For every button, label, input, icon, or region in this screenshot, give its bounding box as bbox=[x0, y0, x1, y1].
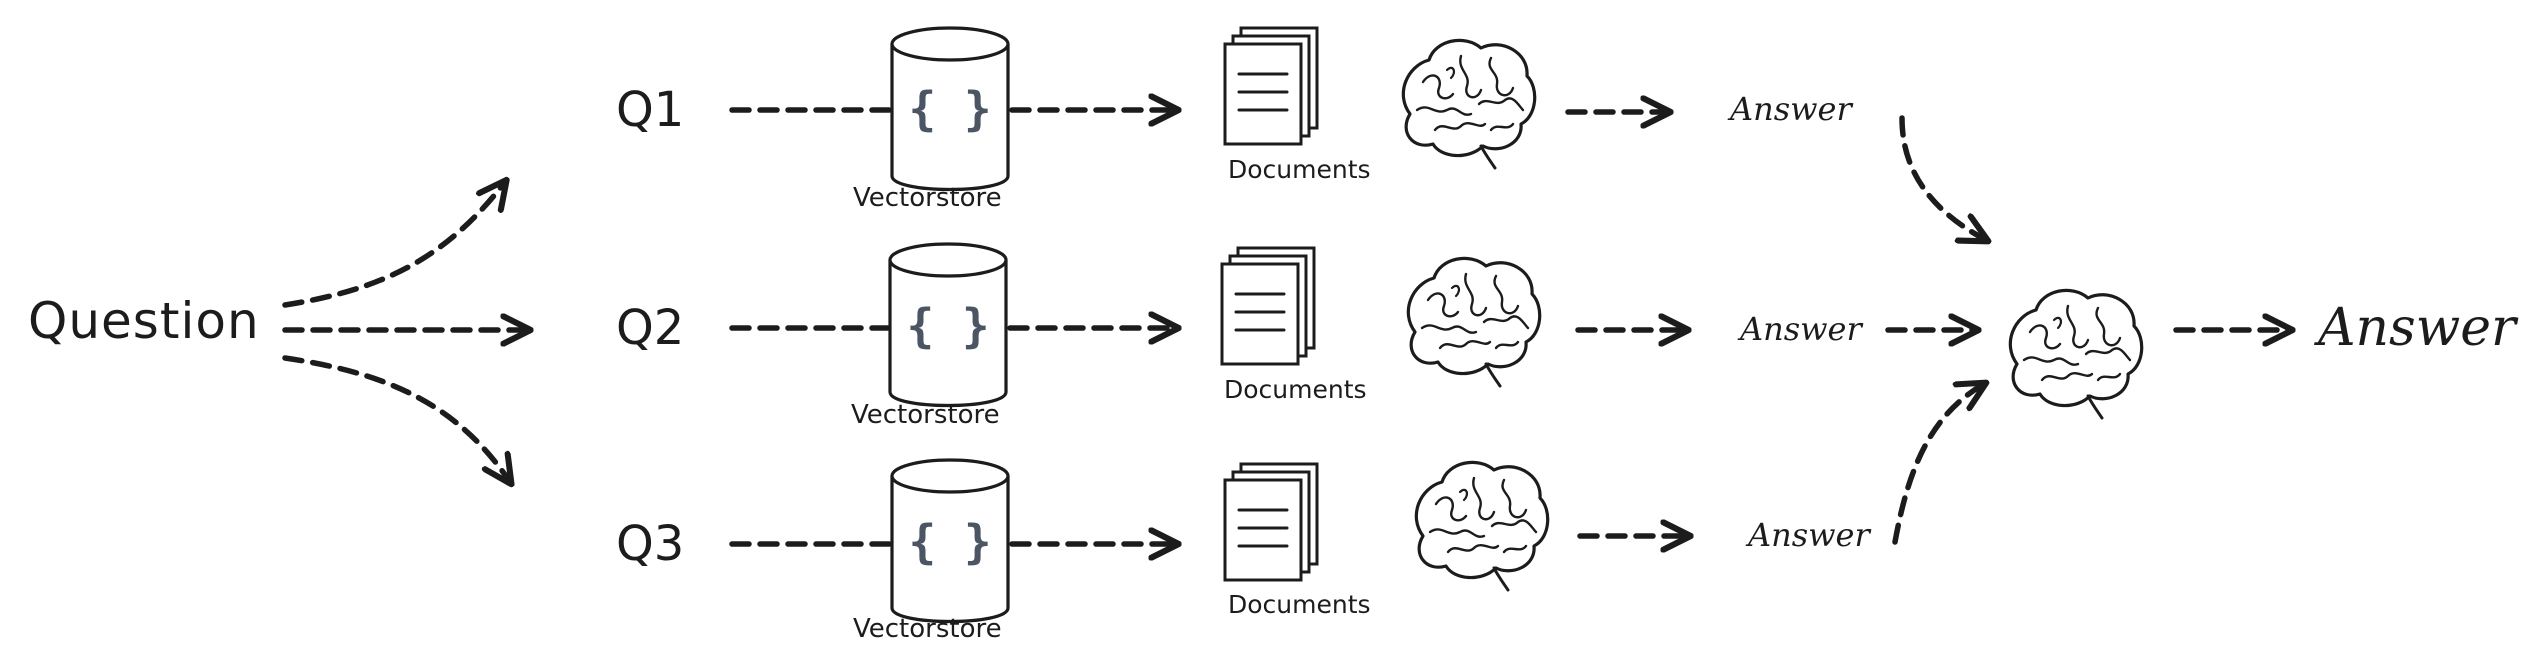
documents-icon bbox=[1223, 26, 1319, 146]
vectorstore-braces: { } bbox=[908, 82, 991, 136]
vectorstore-label: Vectorstore bbox=[853, 183, 1002, 213]
documents-icon bbox=[1220, 246, 1316, 366]
documents-icon bbox=[1223, 462, 1319, 582]
documents-label: Documents bbox=[1224, 375, 1367, 404]
answer-label: Answer bbox=[1740, 310, 1862, 348]
query-label-q3: Q3 bbox=[616, 516, 685, 572]
documents-label: Documents bbox=[1228, 155, 1371, 184]
arrow-question-to-q3 bbox=[282, 355, 510, 482]
brain-icon bbox=[1414, 460, 1550, 592]
final-brain-icon bbox=[2008, 288, 2144, 420]
question-label: Question bbox=[28, 292, 260, 350]
arrow-answer3-to-final-llm bbox=[1892, 384, 1984, 545]
query-label-q1: Q1 bbox=[616, 82, 685, 138]
documents-label: Documents bbox=[1228, 590, 1371, 619]
brain-icon bbox=[1401, 38, 1537, 170]
query-label-q2: Q2 bbox=[616, 300, 685, 356]
answer-label: Answer bbox=[1748, 516, 1870, 554]
vectorstore-braces: { } bbox=[908, 515, 991, 569]
arrow-question-to-q1 bbox=[282, 182, 505, 308]
brain-icon bbox=[1406, 256, 1542, 388]
vectorstore-label: Vectorstore bbox=[851, 400, 1000, 430]
answer-label: Answer bbox=[1730, 90, 1852, 128]
vectorstore-braces: { } bbox=[906, 299, 989, 353]
arrow-answer1-to-final-llm bbox=[1899, 115, 1986, 240]
vectorstore-label: Vectorstore bbox=[853, 614, 1002, 644]
final-answer-label: Answer bbox=[2318, 298, 2516, 358]
